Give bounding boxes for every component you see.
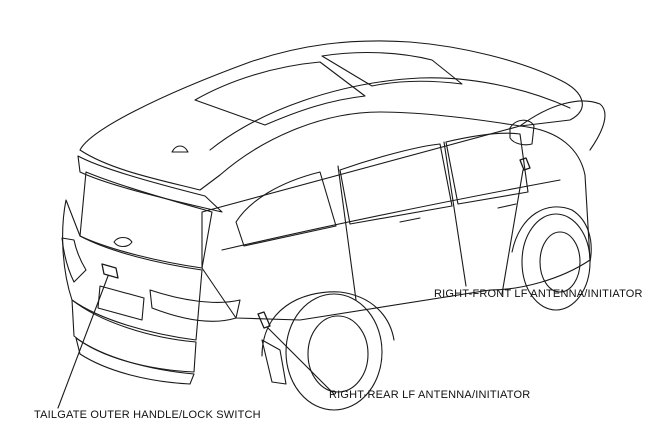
- rear-door-window: [339, 143, 453, 225]
- rear-door-seam: [337, 165, 357, 301]
- label-right-rear-lf-antenna: RIGHT-REAR LF ANTENNA/INITIATOR: [329, 389, 531, 401]
- character-line: [221, 179, 561, 251]
- leader-line-rear: [267, 327, 335, 395]
- front-wheel-rim: [539, 231, 581, 293]
- roof-antenna: [171, 145, 189, 153]
- hood: [519, 100, 606, 151]
- rear-lamp-left: [61, 237, 87, 283]
- rear-spoiler: [77, 155, 223, 213]
- body-side: [201, 125, 591, 321]
- rear-wheel-arch: [261, 291, 395, 357]
- tailgate-panel: [62, 199, 203, 341]
- license-plate-recess: [97, 285, 145, 321]
- rear-mud-flap: [261, 339, 287, 385]
- leader-line-front: [501, 169, 524, 295]
- sunroof: [194, 61, 366, 126]
- bumper-lower: [75, 337, 195, 385]
- tailgate-handle-switch: [101, 263, 119, 279]
- rear-door-handle: [399, 217, 421, 223]
- front-door-seam: [443, 141, 467, 287]
- front-door-handle: [497, 203, 517, 209]
- front-door-window: [445, 132, 529, 205]
- front-lf-antenna: [519, 157, 531, 171]
- rear-wheel: [285, 293, 383, 411]
- leader-line-tailgate: [57, 275, 109, 409]
- front-wheel: [521, 213, 591, 311]
- rear-quarter-window: [235, 171, 337, 247]
- rear-lamp-right: [149, 289, 241, 322]
- side-mirror: [509, 119, 535, 146]
- label-tailgate-handle-switch: TAILGATE OUTER HANDLE/LOCK SWITCH: [34, 409, 261, 421]
- rear-window: [79, 171, 213, 269]
- rear-lf-antenna: [257, 311, 271, 329]
- sunroof-front: [321, 51, 463, 87]
- label-right-front-lf-antenna: RIGHT-FRONT LF ANTENNA/INITIATOR: [434, 288, 643, 300]
- roof-rail: [209, 77, 571, 151]
- roof-outline: [79, 40, 583, 191]
- rear-emblem: [113, 236, 133, 248]
- front-wheel-arch: [511, 206, 592, 263]
- rear-wheel-rim: [307, 315, 369, 393]
